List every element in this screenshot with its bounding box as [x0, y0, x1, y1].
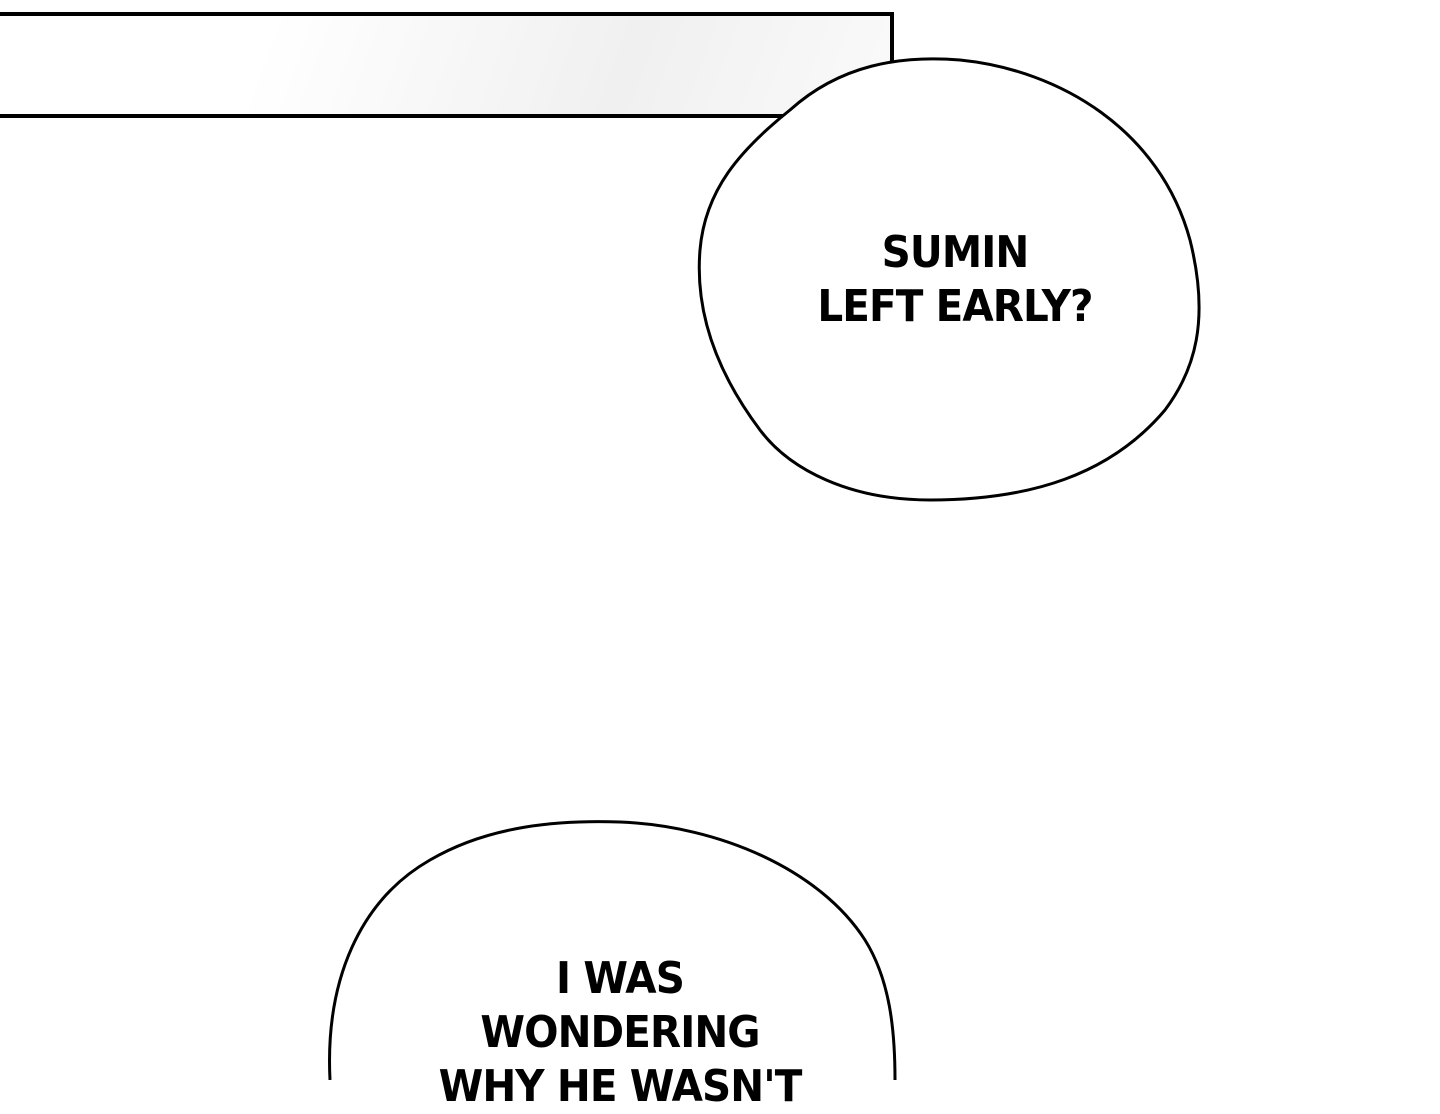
speech-bubble-1 [697, 57, 1201, 502]
speech-text-2: I WAS WONDERING WHY HE WASN'T [418, 952, 823, 1114]
comic-panel-frame [0, 12, 894, 118]
speech-line: LEFT EARLY? [817, 281, 1093, 332]
speech-line: I WAS [556, 953, 685, 1004]
speech-line: WONDERING [480, 1007, 760, 1058]
speech-text-1: SUMIN LEFT EARLY? [776, 226, 1135, 334]
speech-bubble-2 [328, 820, 897, 1080]
speech-line: SUMIN [881, 227, 1030, 278]
speech-line: WHY HE WASN'T [438, 1061, 803, 1112]
speech-bubbles [328, 57, 1201, 1080]
